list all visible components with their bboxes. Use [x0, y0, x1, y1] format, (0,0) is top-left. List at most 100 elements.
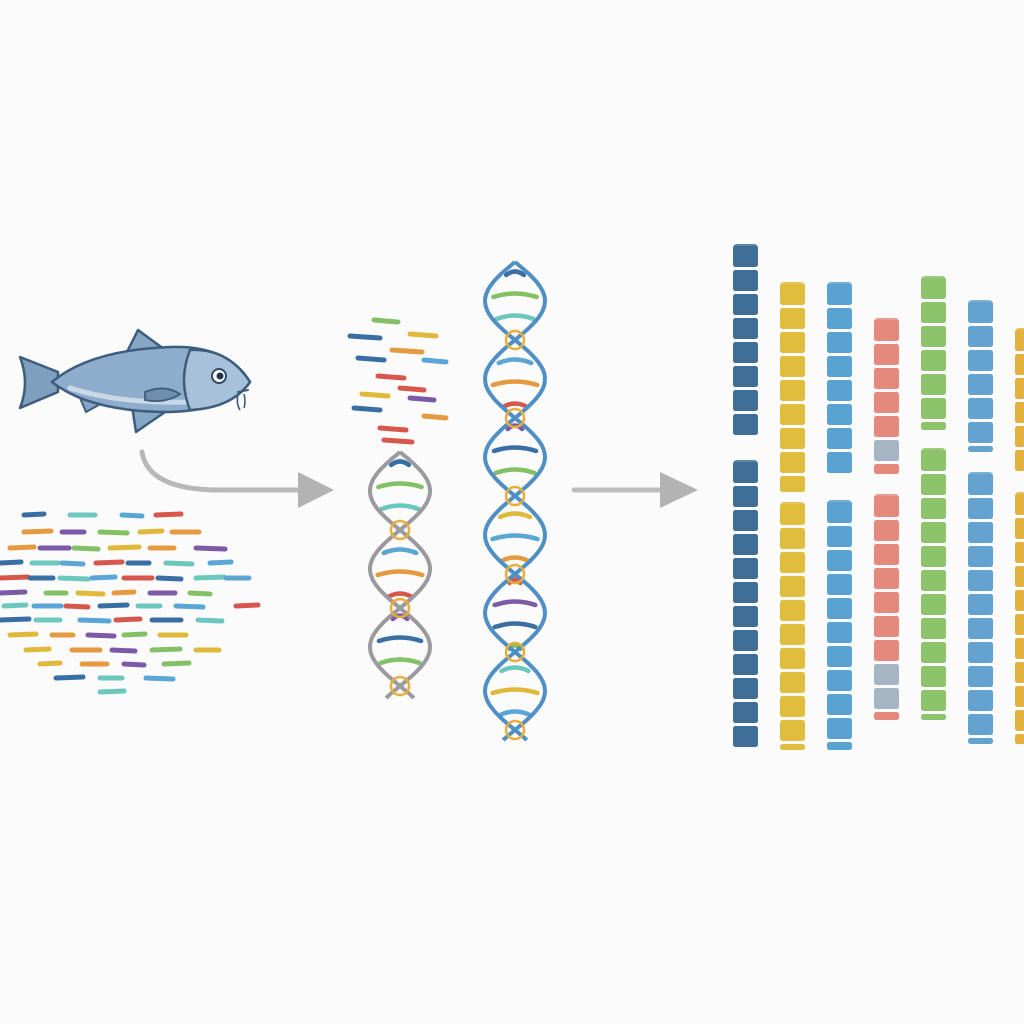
chromosome-band: [780, 720, 805, 741]
chromosome-band: [874, 592, 899, 613]
chromosome-band: [921, 546, 946, 567]
base-pair-rung: [376, 481, 424, 490]
loose-fragment: [421, 413, 449, 421]
base-pair-rung: [390, 613, 410, 622]
chromosome-cap: [827, 282, 852, 290]
crossover-node: [504, 485, 526, 507]
chromosome-bars: [733, 244, 1024, 750]
base-pair-rung: [499, 665, 531, 674]
base-pair-rung: [491, 291, 539, 300]
base-pair-rung: [499, 555, 531, 564]
chromosome-band: [1015, 542, 1024, 563]
chromosome-band: [733, 630, 758, 651]
chromosome-band: [921, 350, 946, 371]
chromosome-band: [1015, 426, 1024, 447]
chromosome-band: [921, 666, 946, 687]
crossover-node: [389, 597, 411, 619]
read-fragment: [89, 574, 118, 581]
read-fragment: [109, 647, 138, 654]
chromosome-band: [921, 570, 946, 591]
chromosome-band: [733, 726, 758, 747]
helix-strand: [367, 450, 433, 700]
base-pair-rung: [376, 635, 424, 644]
chromosome-band: [874, 688, 899, 709]
read-fragment: [77, 617, 112, 624]
loose-fragment: [347, 333, 383, 341]
chromosome-band: [733, 510, 758, 531]
chromosome-band: [968, 422, 993, 443]
chromosome-band: [780, 648, 805, 669]
base-pair-rung: [375, 569, 425, 578]
chromosome-cap: [1015, 492, 1024, 500]
partial-dna-helix-icon: [347, 317, 449, 700]
read-fragment: [207, 559, 234, 566]
chromosome-band: [733, 390, 758, 411]
chromosome-band: [827, 404, 852, 425]
chromosome-band: [827, 332, 852, 353]
chromosome-cap: [733, 460, 758, 468]
chromosome-band: [921, 522, 946, 543]
chromosome-band: [968, 498, 993, 519]
chromosome-band: [827, 622, 852, 643]
chromosome-band: [968, 714, 993, 735]
chromosome-band: [827, 742, 852, 750]
chromosome-band: [874, 712, 899, 720]
chromosome-band: [780, 696, 805, 717]
base-pair-rung: [497, 511, 533, 520]
read-fragment: [149, 646, 183, 653]
chromosome-band: [827, 646, 852, 667]
loose-fragment: [381, 437, 415, 445]
base-pair-rung: [381, 547, 419, 556]
sequencing-reads-cloud: [0, 511, 261, 695]
read-fragment: [195, 617, 225, 624]
chromosome-band: [733, 582, 758, 603]
chromosome-band: [968, 374, 993, 395]
chromosome-bar: [874, 318, 899, 720]
read-fragment: [71, 545, 101, 552]
chromosome-band: [968, 570, 993, 591]
chromosome-band: [780, 552, 805, 573]
base-pair-rung: [503, 269, 527, 278]
read-fragment: [137, 528, 165, 535]
loose-fragment: [407, 395, 437, 403]
base-pair-rung: [388, 459, 412, 468]
crossover-node: [504, 329, 526, 351]
chromosome-band: [921, 374, 946, 395]
chromosome-band: [827, 694, 852, 715]
chromosome-band: [827, 550, 852, 571]
chromosome-band: [733, 702, 758, 723]
chromosome-band: [780, 428, 805, 449]
chromosome-band: [874, 368, 899, 389]
chromosome-band: [827, 526, 852, 547]
chromosome-band: [780, 744, 805, 750]
chromosome-band: [874, 664, 899, 685]
chromosome-band: [921, 714, 946, 720]
read-fragment: [233, 602, 261, 609]
crossover-node: [504, 563, 526, 585]
chromosome-band: [1015, 590, 1024, 611]
chromosome-cap: [780, 282, 805, 290]
chromosome-band: [733, 558, 758, 579]
chromosome-band: [827, 452, 852, 473]
fish-icon: [18, 328, 252, 434]
chromosome-band: [733, 318, 758, 339]
chromosome-band: [921, 474, 946, 495]
base-pair-rung: [490, 533, 540, 542]
chromosome-band: [780, 308, 805, 329]
chromosome-band: [921, 618, 946, 639]
chromosome-bar: [1015, 328, 1024, 744]
chromosome-band: [1015, 378, 1024, 399]
chromosome-band: [1015, 710, 1024, 731]
chromosome-cap: [874, 318, 899, 326]
chromosome-band: [780, 404, 805, 425]
chromosome-band: [733, 294, 758, 315]
crossover-node: [389, 519, 411, 541]
read-fragment: [59, 560, 86, 567]
read-fragment: [0, 616, 32, 623]
loose-fragment: [375, 373, 407, 381]
curved-arrow-icon: [139, 449, 334, 508]
chromosome-band: [1015, 354, 1024, 375]
read-fragment: [107, 544, 142, 551]
read-fragment: [37, 660, 63, 667]
read-fragment: [7, 544, 37, 551]
